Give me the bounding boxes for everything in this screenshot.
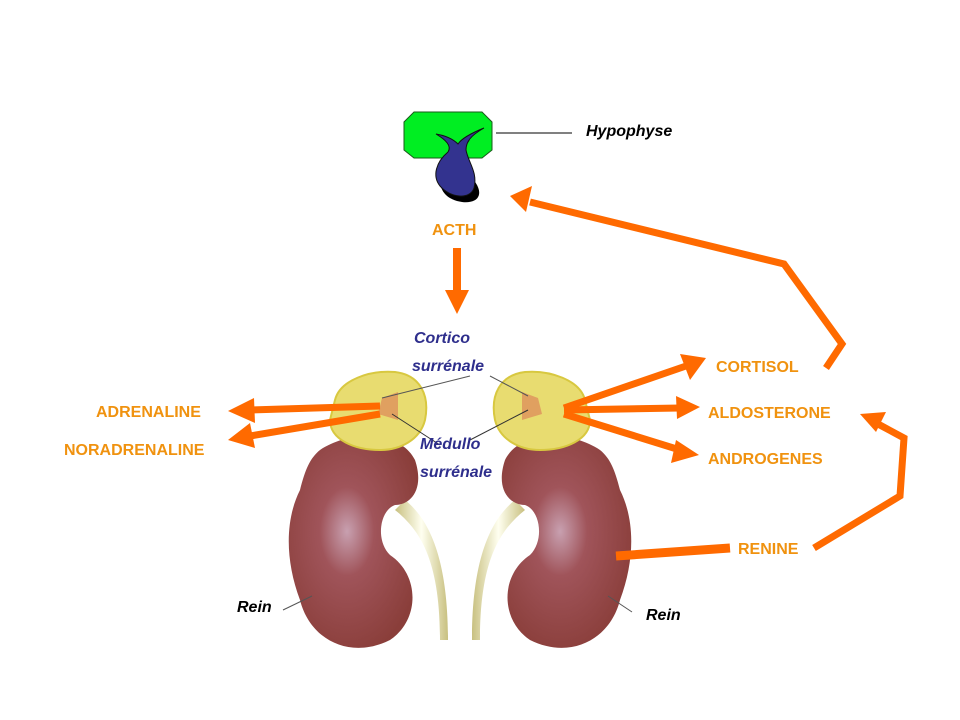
cortisol-feedback-arrow (510, 186, 847, 370)
adrenaline-arrow (228, 398, 381, 423)
medullo-leader-left (391, 413, 441, 446)
left-kidney-body (288, 436, 419, 648)
rein-right-leader (607, 595, 633, 613)
kidney-to-renine-line (615, 543, 731, 561)
right-kidney-body (501, 436, 632, 648)
androgenes-label: ANDROGENES (708, 451, 823, 468)
medullo-leader-right (469, 409, 529, 441)
hypothalamus-octagon (403, 111, 493, 159)
cortico-leader-right (489, 375, 529, 397)
adrenaline-label: ADRENALINE (96, 404, 201, 421)
cortico-leader-left (381, 375, 471, 399)
right-kidney (472, 370, 632, 648)
pituitary-gland (403, 111, 493, 203)
rein-right-label: Rein (646, 607, 681, 624)
medullo-surrenale-label-line1: Médullo (420, 436, 481, 453)
hypophyse-label: Hypophyse (586, 123, 673, 140)
acth-label: ACTH (432, 222, 477, 239)
renine-to-aldosterone-arrow (812, 412, 908, 551)
cortico-surrenale-label-line2: surrénale (412, 358, 485, 375)
noradrenaline-label: NORADRENALINE (64, 442, 205, 459)
acth-arrow (445, 248, 469, 314)
left-ureter (395, 500, 448, 640)
cortisol-arrow (562, 354, 706, 412)
aldosterone-arrow (563, 396, 700, 419)
cortisol-label: CORTISOL (716, 359, 799, 376)
medullo-surrenale-label-line2: surrénale (420, 464, 493, 481)
pituitary-lobe (435, 127, 485, 197)
right-ureter (472, 500, 525, 640)
aldosterone-label: ALDOSTERONE (708, 405, 831, 422)
renine-label: RENINE (738, 541, 799, 558)
rein-left-label: Rein (237, 599, 272, 616)
noradrenaline-arrow (228, 410, 381, 448)
right-adrenal-medulla-cut (522, 392, 542, 420)
left-adrenal-medulla-cut (378, 392, 398, 420)
right-adrenal-gland (492, 370, 592, 452)
androgenes-arrow (562, 410, 699, 463)
cortico-surrenale-label-line1: Cortico (414, 330, 470, 347)
rein-left-leader (282, 595, 313, 611)
